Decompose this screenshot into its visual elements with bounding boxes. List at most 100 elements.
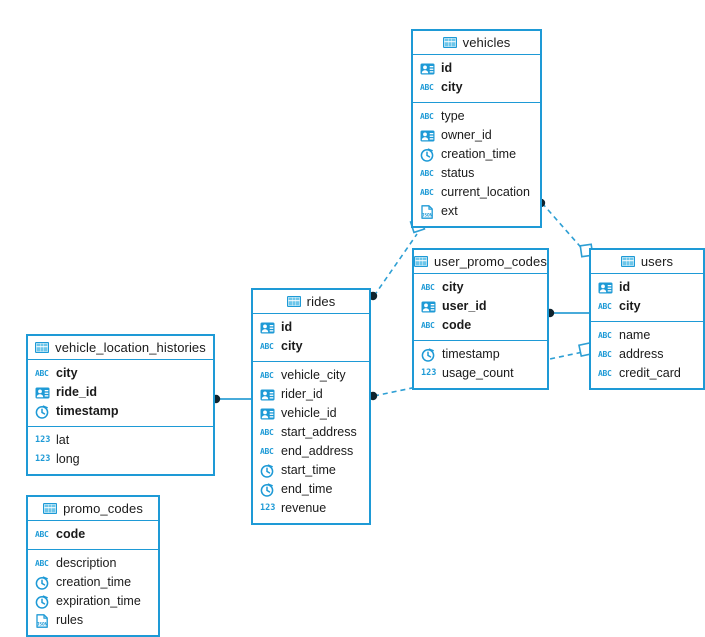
field-name: rider_id — [281, 387, 323, 402]
field-name: code — [56, 527, 86, 542]
abc-icon: ABC — [598, 349, 612, 359]
abc-icon: ABC — [598, 301, 612, 311]
field-row[interactable]: ABC code — [28, 525, 158, 544]
field-row[interactable]: vehicle_id — [253, 404, 369, 423]
table-header-rides[interactable]: rides — [253, 290, 369, 314]
id-card-icon — [421, 300, 437, 314]
field-row[interactable]: ABC credit_card — [591, 364, 703, 383]
table-header-vehicle_location_histories[interactable]: vehicle_location_histories — [28, 336, 213, 360]
field-name: vehicle_city — [281, 368, 346, 383]
field-row[interactable]: end_time — [253, 480, 369, 499]
field-row[interactable]: ride_id — [28, 383, 213, 402]
edge-userpromocodes-users[interactable] — [545, 308, 589, 318]
field-row[interactable]: timestamp — [28, 402, 213, 421]
table-grid-icon — [414, 256, 429, 267]
field-name: vehicle_id — [281, 406, 337, 421]
field-name: id — [281, 320, 293, 335]
clock-icon — [420, 147, 436, 162]
table-header-user_promo_codes[interactable]: user_promo_codes — [414, 250, 547, 274]
field-name: type — [441, 109, 465, 124]
field-row[interactable]: timestamp — [414, 345, 547, 364]
table-grid-icon — [43, 503, 58, 514]
field-row[interactable]: rider_id — [253, 385, 369, 404]
clock-icon — [421, 347, 437, 362]
field-name: ride_id — [56, 385, 97, 400]
table-header-users[interactable]: users — [591, 250, 703, 274]
field-name: owner_id — [441, 128, 492, 143]
field-row[interactable]: id — [591, 278, 703, 297]
json-icon: JSON — [420, 204, 436, 219]
table-grid-icon — [620, 256, 635, 267]
id-card-icon — [260, 321, 276, 335]
field-row[interactable]: ABC city — [28, 364, 213, 383]
primary-key-section: ABC city ride_id timestamp — [28, 360, 213, 427]
abc-icon: ABC — [420, 187, 434, 197]
table-grid-icon — [35, 342, 50, 353]
field-name: timestamp — [442, 347, 500, 362]
abc-icon: ABC — [35, 529, 49, 539]
clock-icon — [35, 594, 51, 609]
table-header-vehicles[interactable]: vehicles — [413, 31, 540, 55]
field-name: id — [441, 61, 453, 76]
field-row[interactable]: user_id — [414, 297, 547, 316]
edge-vlh-rides[interactable] — [211, 394, 253, 404]
field-row[interactable]: start_time — [253, 461, 369, 480]
num-icon: 123 — [35, 435, 51, 446]
field-name: city — [56, 366, 78, 381]
num-icon: 123 — [421, 368, 437, 379]
abc-icon: ABC — [260, 446, 274, 456]
id-card-icon — [598, 281, 614, 295]
field-row[interactable]: creation_time — [413, 145, 540, 164]
abc-icon: ABC — [421, 282, 435, 292]
abc-icon: ABC — [35, 368, 49, 378]
table-header-promo_codes[interactable]: promo_codes — [28, 497, 158, 521]
field-row[interactable]: owner_id — [413, 126, 540, 145]
abc-icon: ABC — [598, 368, 612, 378]
abc-icon: ABC — [260, 341, 274, 351]
field-row[interactable]: id — [413, 59, 540, 78]
table-title: user_promo_codes — [434, 254, 547, 269]
field-name: revenue — [281, 501, 327, 516]
field-name: description — [56, 556, 117, 571]
field-row[interactable]: id — [253, 318, 369, 337]
abc-icon: ABC — [420, 82, 434, 92]
clock-icon — [35, 575, 51, 590]
svg-text:JSON: JSON — [37, 621, 48, 627]
field-row[interactable]: creation_time — [28, 573, 158, 592]
field-row[interactable]: expiration_time — [28, 592, 158, 611]
field-name: credit_card — [619, 366, 681, 381]
